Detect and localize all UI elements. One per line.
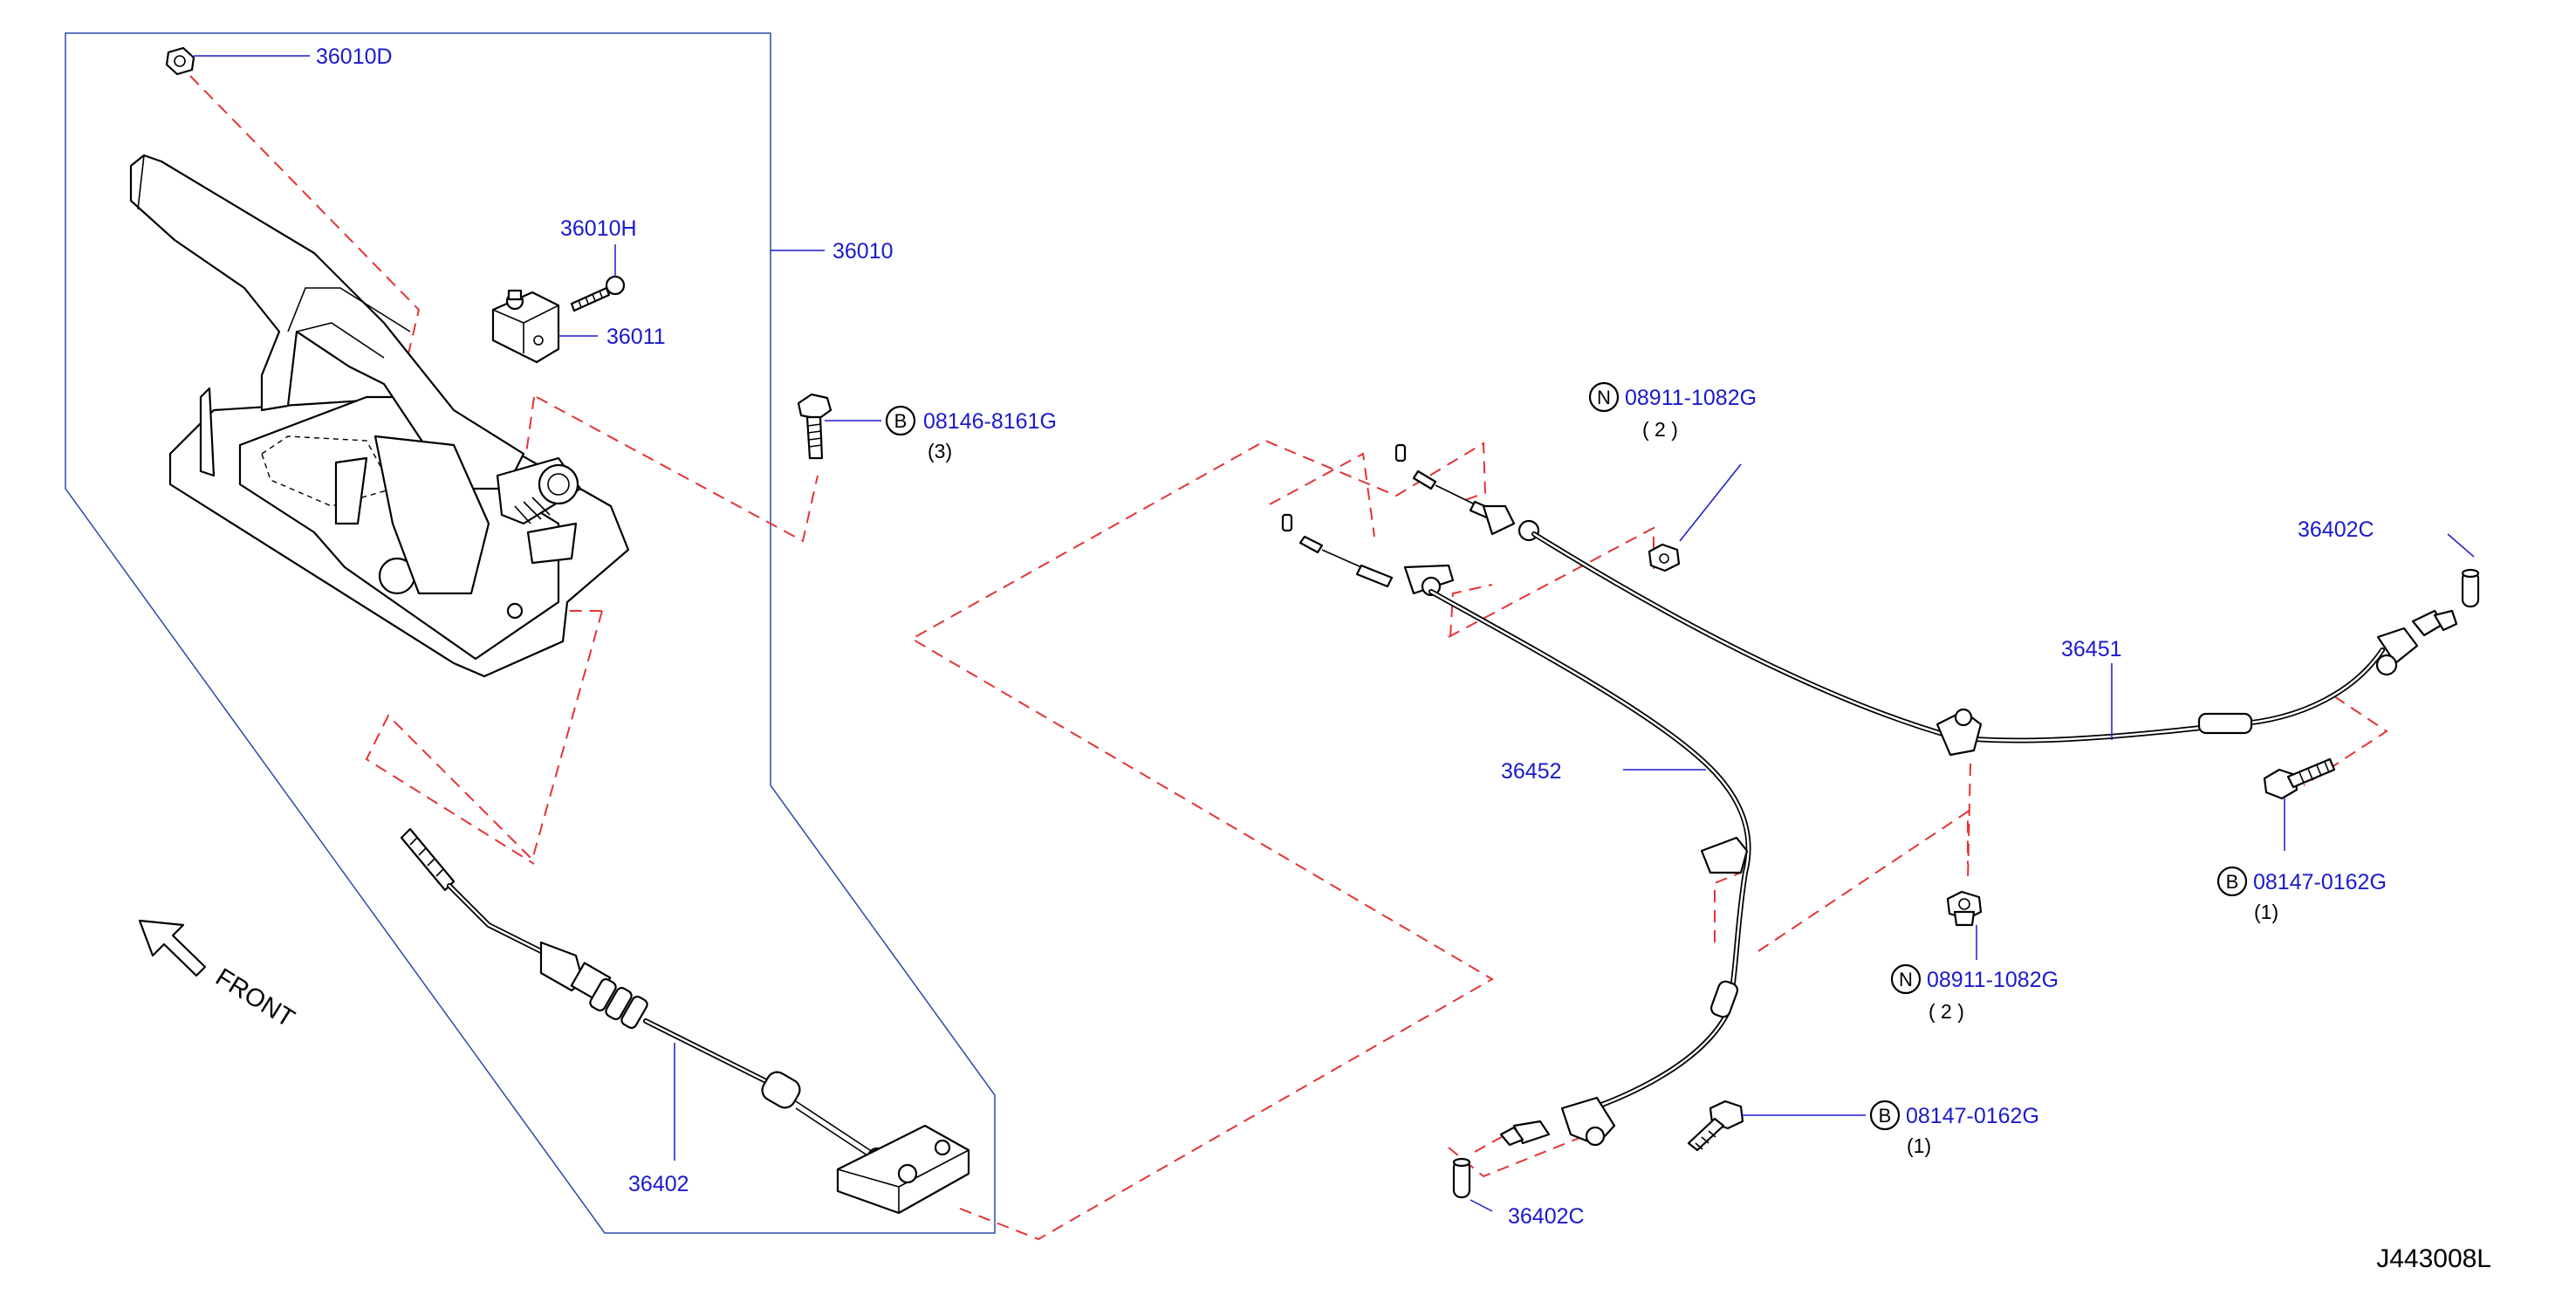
label-36010d: 36010D	[316, 45, 393, 69]
label-36402: 36402	[628, 1172, 689, 1196]
qty-08911-1082g-upper: ( 2 )	[1642, 418, 1678, 441]
qty-08147-0162g-right: (1)	[2254, 901, 2278, 923]
rear-cable-36452	[1281, 513, 1751, 1147]
bolt-symbol: B	[2226, 871, 2239, 893]
qty-08146-8161g: (3)	[928, 440, 952, 462]
switch-36011	[491, 289, 560, 364]
nut-symbol-circle	[1588, 381, 1620, 413]
bolt-symbol: B	[1879, 1105, 1892, 1127]
front-direction-arrow	[138, 919, 207, 977]
screw-36010h	[570, 275, 626, 312]
nut-08911-1082g-upper	[1648, 543, 1681, 572]
label-36010: 36010	[832, 239, 894, 264]
bolt-symbol-circle	[885, 405, 916, 436]
fastener-bolt-08146: B 08146-8161G (3)	[885, 405, 1057, 462]
fastener-nut-upper: N 08911-1082G ( 2 )	[1588, 381, 1757, 441]
label-36451: 36451	[2061, 637, 2122, 661]
bolt-08147-0162g-right	[2263, 757, 2336, 800]
label-08911-1082g-upper: 08911-1082G	[1625, 386, 1757, 410]
nut-symbol: N	[1597, 387, 1611, 408]
bolt-08147-0162g-left	[1687, 1100, 1744, 1152]
nut-08911-1082g-lower	[1946, 890, 1983, 927]
parking-brake-lever	[129, 154, 630, 678]
label-36452: 36452	[1501, 759, 1562, 784]
leader-lines	[194, 55, 2475, 1212]
label-08911-1082g-lower: 08911-1082G	[1927, 968, 2059, 992]
fastener-bolt-right: B 08147-0162G (1)	[2216, 866, 2387, 923]
qty-08911-1082g-lower: ( 2 )	[1929, 1000, 1964, 1023]
label-36402c-right: 36402C	[2298, 517, 2374, 542]
fastener-bolt-left: B 08147-0162G (1)	[1869, 1100, 2039, 1157]
nut-36010d	[165, 46, 195, 76]
label-36011: 36011	[606, 325, 666, 349]
label-08147-0162g-left: 08147-0162G	[1906, 1104, 2039, 1128]
front-label: FRONT	[210, 963, 299, 1033]
bolt-08146-8161g	[797, 393, 832, 460]
pin-36402c-right	[2461, 568, 2480, 608]
label-08147-0162g-right: 08147-0162G	[2253, 870, 2387, 894]
nut-symbol-circle	[1890, 963, 1922, 995]
assembly-group-outline	[65, 32, 996, 1234]
front-cable-36402	[400, 827, 970, 1215]
fastener-nut-lower: N 08911-1082G ( 2 )	[1890, 963, 2059, 1023]
diagram-reference-code: J443008L	[2376, 1244, 2491, 1273]
bolt-symbol-circle	[1869, 1100, 1901, 1131]
bolt-symbol-circle	[2216, 866, 2248, 897]
rear-cable-36451	[1394, 443, 2458, 757]
pin-36402c-left	[1452, 1157, 1471, 1199]
label-36010h: 36010H	[560, 216, 637, 241]
nut-symbol: N	[1899, 969, 1913, 990]
label-08146-8161g: 08146-8161G	[923, 409, 1057, 434]
bolt-symbol: B	[894, 410, 908, 432]
qty-08147-0162g-left: (1)	[1907, 1134, 1931, 1157]
label-36402c-left: 36402C	[1508, 1204, 1585, 1229]
